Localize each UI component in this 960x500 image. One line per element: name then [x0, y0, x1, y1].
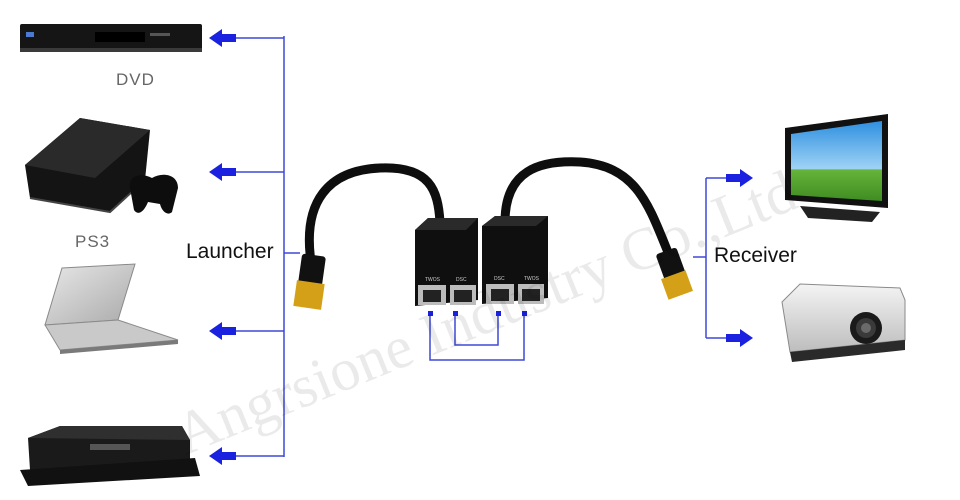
arrow-to-laptop — [209, 322, 236, 340]
svg-text:Angrsione Industry Co.,Ltd: Angrsione Industry Co.,Ltd — [166, 158, 806, 468]
laptop-icon — [44, 263, 179, 354]
port-label-right-2: TWOS — [524, 276, 540, 282]
projector-icon — [781, 283, 906, 362]
launcher-connections — [235, 36, 300, 457]
dvd-player-icon — [20, 24, 202, 52]
port-label-left-1: TWOS — [425, 277, 441, 283]
watermark: Angrsione Industry Co.,Ltd — [166, 158, 806, 468]
port-label-left-2: DSC — [456, 277, 467, 283]
launcher-label: Launcher — [186, 240, 274, 263]
arrow-to-settop — [209, 447, 236, 465]
tv-monitor-icon — [785, 114, 888, 222]
ps3-label: PS3 — [75, 232, 111, 251]
ps3-console-icon — [25, 118, 178, 214]
hdmi-cable-right — [500, 157, 693, 300]
extender-launcher-unit: TWOS DSC — [415, 218, 478, 306]
arrow-to-projector — [726, 329, 753, 347]
receiver-label: Receiver — [714, 244, 797, 267]
hdmi-extender-icon: TWOS DSC DSC TWOS — [415, 216, 548, 306]
set-top-box-icon — [20, 426, 200, 486]
arrow-to-dvd — [209, 29, 236, 47]
port-label-right-1: DSC — [494, 276, 505, 282]
arrow-to-tv — [726, 169, 753, 187]
hdmi-cable-left — [293, 163, 445, 310]
extender-receiver-unit: DSC TWOS — [482, 216, 548, 304]
dvd-label: DVD — [116, 70, 155, 89]
arrow-to-ps3 — [209, 163, 236, 181]
cat-cable-wiring — [428, 311, 527, 361]
